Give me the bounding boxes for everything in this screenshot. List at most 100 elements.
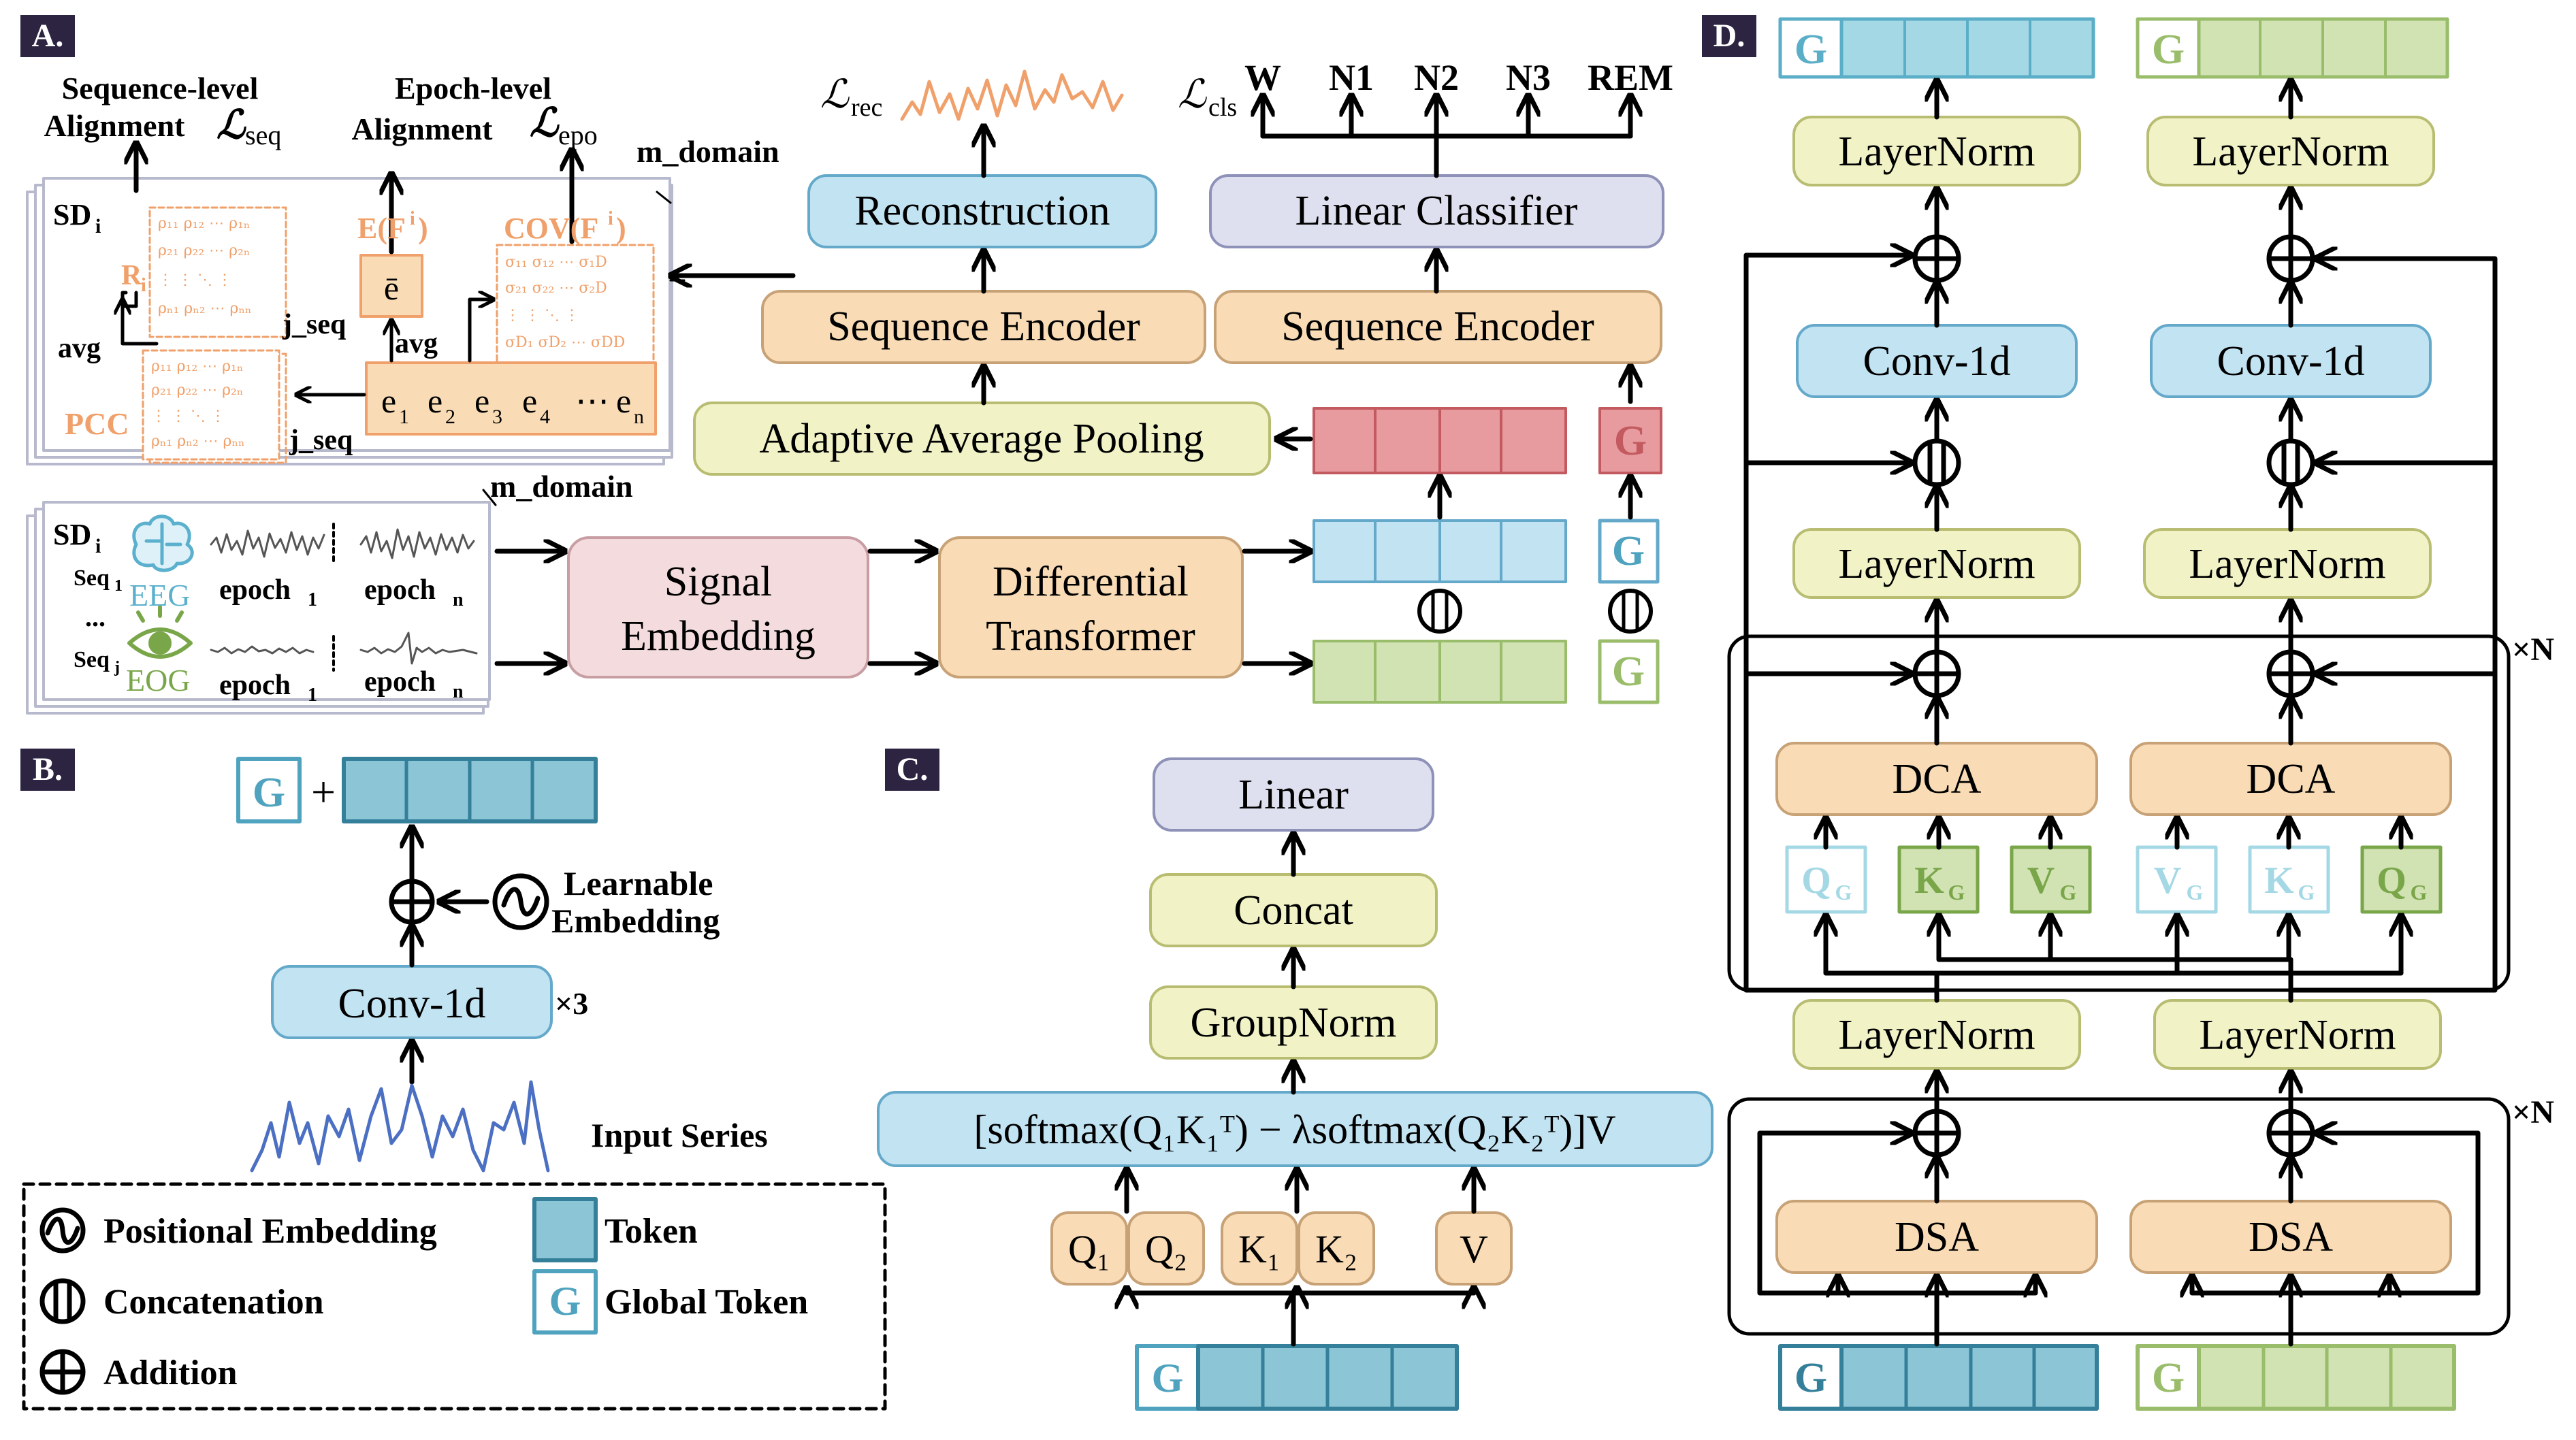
eog-epoch1-sub: 1	[308, 685, 317, 706]
panel-c-concat: Concat	[1234, 887, 1353, 934]
loss-seq-symbol: ℒ	[216, 103, 246, 147]
r-label: R	[121, 260, 142, 291]
dca-left-q-sub: G	[1835, 880, 1852, 904]
g-token-green: G	[1612, 649, 1645, 695]
eeg-epochn-sub: n	[453, 589, 464, 610]
epo-align-line1: Epoch-level	[395, 71, 551, 105]
panel-labels: A. B. C. D.	[20, 15, 1756, 791]
j-seq-bottom: j_seq	[289, 425, 353, 456]
rho-row-3b: ⋮ ⋮ ⋱ ⋮	[151, 408, 225, 425]
epoch-token-1: e	[428, 382, 442, 420]
panel-d-layernorm-top-right: LayerNorm	[2192, 129, 2389, 175]
class-label-rem: REM	[1588, 57, 1673, 98]
dca-left-v-sub: G	[2060, 880, 2077, 904]
panel-c-g-token: G	[1152, 1356, 1184, 1401]
panel-c-linear: Linear	[1238, 772, 1349, 818]
seq1-sub: 1	[114, 577, 123, 595]
eeg-epoch1-sub: 1	[308, 589, 317, 610]
linear-classifier-label: Linear Classifier	[1295, 188, 1578, 234]
class-label-n2: N2	[1414, 57, 1459, 98]
loss-cls-sub: cls	[1208, 93, 1237, 122]
legend-token: Token	[605, 1212, 698, 1251]
sigma-row-1: σ₁₁ σ₁₂ ⋯ σ₁D	[505, 254, 607, 271]
panel-d-layernorm-low-right: LayerNorm	[2199, 1012, 2396, 1058]
eog-epoch1: epoch	[219, 670, 291, 701]
rho-row-1b: ρ₁₁ ρ₁₂ ⋯ ρ₁ₙ	[151, 358, 243, 375]
legend-addition: Addition	[103, 1354, 238, 1392]
rho-row-1: ρ₁₁ ρ₁₂ ⋯ ρ₁ₙ	[158, 215, 250, 232]
eeg-epoch1: epoch	[219, 574, 291, 606]
epoch-token-2: e	[474, 382, 489, 420]
rho-row-4b: ρₙ₁ ρₙ₂ ⋯ ρₙₙ	[151, 433, 245, 450]
cov-close: )	[616, 212, 626, 245]
sd-sub-top: i	[95, 215, 101, 238]
rho-row-2b: ρ₂₁ ρ₂₂ ⋯ ρ₂ₙ	[151, 382, 243, 399]
legend-global-token: Global Token	[605, 1283, 808, 1322]
class-label-n3: N3	[1506, 57, 1551, 98]
cov-sup: i	[608, 208, 613, 229]
diff-transformer-line1: Differential	[993, 559, 1189, 605]
panel-b-plus: +	[311, 768, 336, 816]
learnable-line1: Learnable	[564, 864, 713, 902]
dca-left-q: Q	[1801, 860, 1831, 902]
panel-d-layernorm-mid-left: LayerNorm	[1838, 541, 2035, 587]
m-domain-bottom: m_domain	[490, 469, 633, 504]
epoch-token-sub-0: 1	[399, 406, 409, 428]
dca-right-q-sub: G	[2411, 880, 2428, 904]
dca-right-v-sub: G	[2187, 880, 2204, 904]
dca-right-q: Q	[2377, 860, 2406, 902]
times-n-dca: ×N	[2512, 632, 2554, 668]
dca-left-k: K	[1914, 860, 1944, 902]
panel-d-in-g-green: G	[2152, 1355, 2185, 1401]
eog-epochn: epoch	[364, 666, 436, 698]
seqj-label: Seq	[74, 647, 110, 672]
epoch-token-3: e	[522, 382, 537, 420]
g-token-blue: G	[1612, 528, 1645, 574]
panel-d-in-g-blue: G	[1794, 1355, 1827, 1401]
epoch-token-5: e	[616, 382, 631, 420]
panel-d-layernorm-mid-right: LayerNorm	[2189, 541, 2385, 587]
dca-left-v: V	[2027, 860, 2055, 902]
seq-ellipsis: ...	[85, 602, 106, 632]
eog-epochn-sub: n	[453, 681, 464, 702]
loss-epo-sub: epo	[558, 120, 598, 150]
input-series-label: Input Series	[591, 1116, 768, 1154]
seq1-label: Seq	[74, 566, 110, 591]
avg-left: avg	[58, 333, 101, 364]
sd-sub-bottom: i	[95, 535, 101, 557]
sd-label-top: SD	[53, 198, 91, 231]
panel-b-conv-label: Conv-1d	[338, 981, 486, 1027]
r-sub: i	[141, 275, 146, 296]
eeg-epochn: epoch	[364, 574, 436, 606]
panel-d-dca-right: DCA	[2247, 756, 2336, 802]
dca-left-k-sub: G	[1948, 880, 1965, 904]
rho-row-3: ⋮ ⋮ ⋱ ⋮	[158, 272, 232, 289]
e-sup: i	[410, 208, 415, 229]
j-seq-top: j_seq	[282, 309, 346, 340]
panel-b-times3: ×3	[555, 986, 588, 1021]
panel-c-k2: K₂	[1315, 1227, 1357, 1271]
loss-epo-symbol: ℒ	[530, 101, 560, 145]
sigma-row-2: σ₂₁ σ₂₂ ⋯ σ₂D	[505, 280, 607, 297]
e-bar: ē	[384, 269, 399, 307]
learnable-line2: Embedding	[551, 902, 720, 940]
m-domain-top: m_domain	[637, 134, 779, 169]
panel-d-conv-right: Conv-1d	[2217, 338, 2365, 384]
signal-embedding-line2: Embedding	[621, 613, 816, 659]
panel-d-out-g-green: G	[2152, 27, 2185, 73]
sigma-row-4: σD₁ σD₂ ⋯ σDD	[505, 334, 625, 351]
epoch-token-0: e	[381, 382, 396, 420]
panel-label-c: C.	[897, 751, 929, 787]
epo-align-line2: Alignment	[352, 112, 494, 146]
panel-d-out-g-blue: G	[1794, 27, 1827, 73]
seq-align-line2: Alignment	[44, 108, 186, 143]
sd-label-bottom: SD	[53, 518, 91, 551]
panel-c-groupnorm: GroupNorm	[1190, 1000, 1396, 1046]
epoch-token-sub-3: 4	[540, 406, 550, 428]
class-label-w: W	[1244, 57, 1281, 98]
panel-c-q2: Q₂	[1145, 1227, 1187, 1271]
eog-label: EOG	[126, 663, 191, 698]
diff-transformer-line2: Transformer	[986, 613, 1195, 659]
